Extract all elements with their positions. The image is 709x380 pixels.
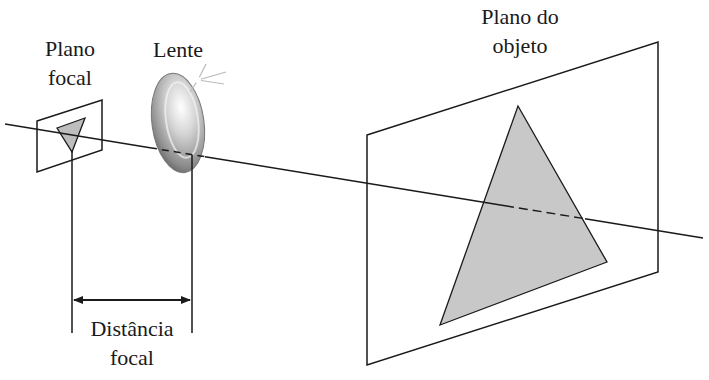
heading: Plano do objeto [462, 2, 578, 60]
plane-shape [35, 98, 105, 174]
heading: Lente [138, 35, 218, 64]
plane: Plano do objeto [365, 40, 660, 368]
dimension-label: Distância focal [77, 314, 187, 372]
lens: Lente [146, 70, 210, 176]
heading: Plano focal [34, 34, 106, 92]
plane-shape [365, 40, 660, 368]
lens-shape [146, 70, 210, 176]
plane: Plano focal [35, 98, 105, 174]
